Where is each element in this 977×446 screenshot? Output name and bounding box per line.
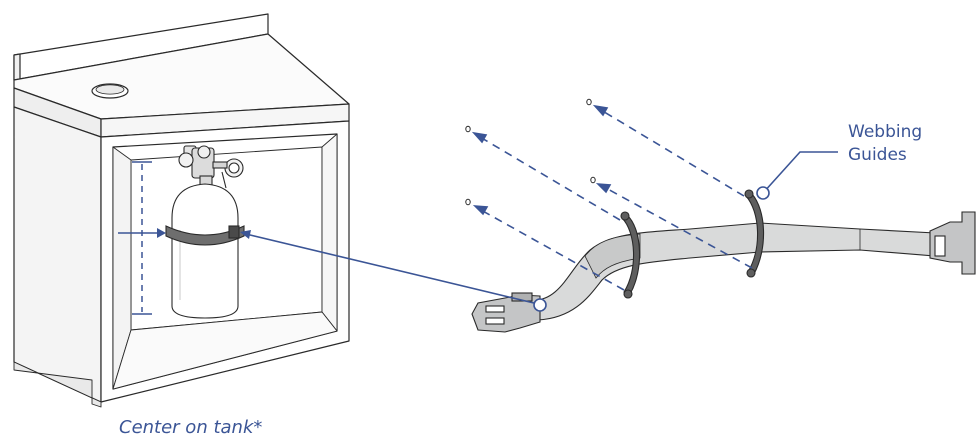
webbing-guides-label-line1: Webbing: [848, 122, 923, 142]
mounting-holes: [465, 98, 596, 206]
alignment-arrows: [471, 104, 753, 291]
center-on-tank-label: Center on tank*: [119, 417, 263, 438]
webbing-guides-leader: [756, 151, 838, 200]
webbing-guides-label: Webbing Guides: [848, 121, 968, 167]
tank-strap: [471, 189, 976, 333]
buckle-to-tank-arrow: [240, 230, 547, 312]
webbing-guides-label-line2: Guides: [848, 145, 907, 165]
gas-tank: [165, 145, 245, 319]
center-dimension: [118, 161, 166, 315]
